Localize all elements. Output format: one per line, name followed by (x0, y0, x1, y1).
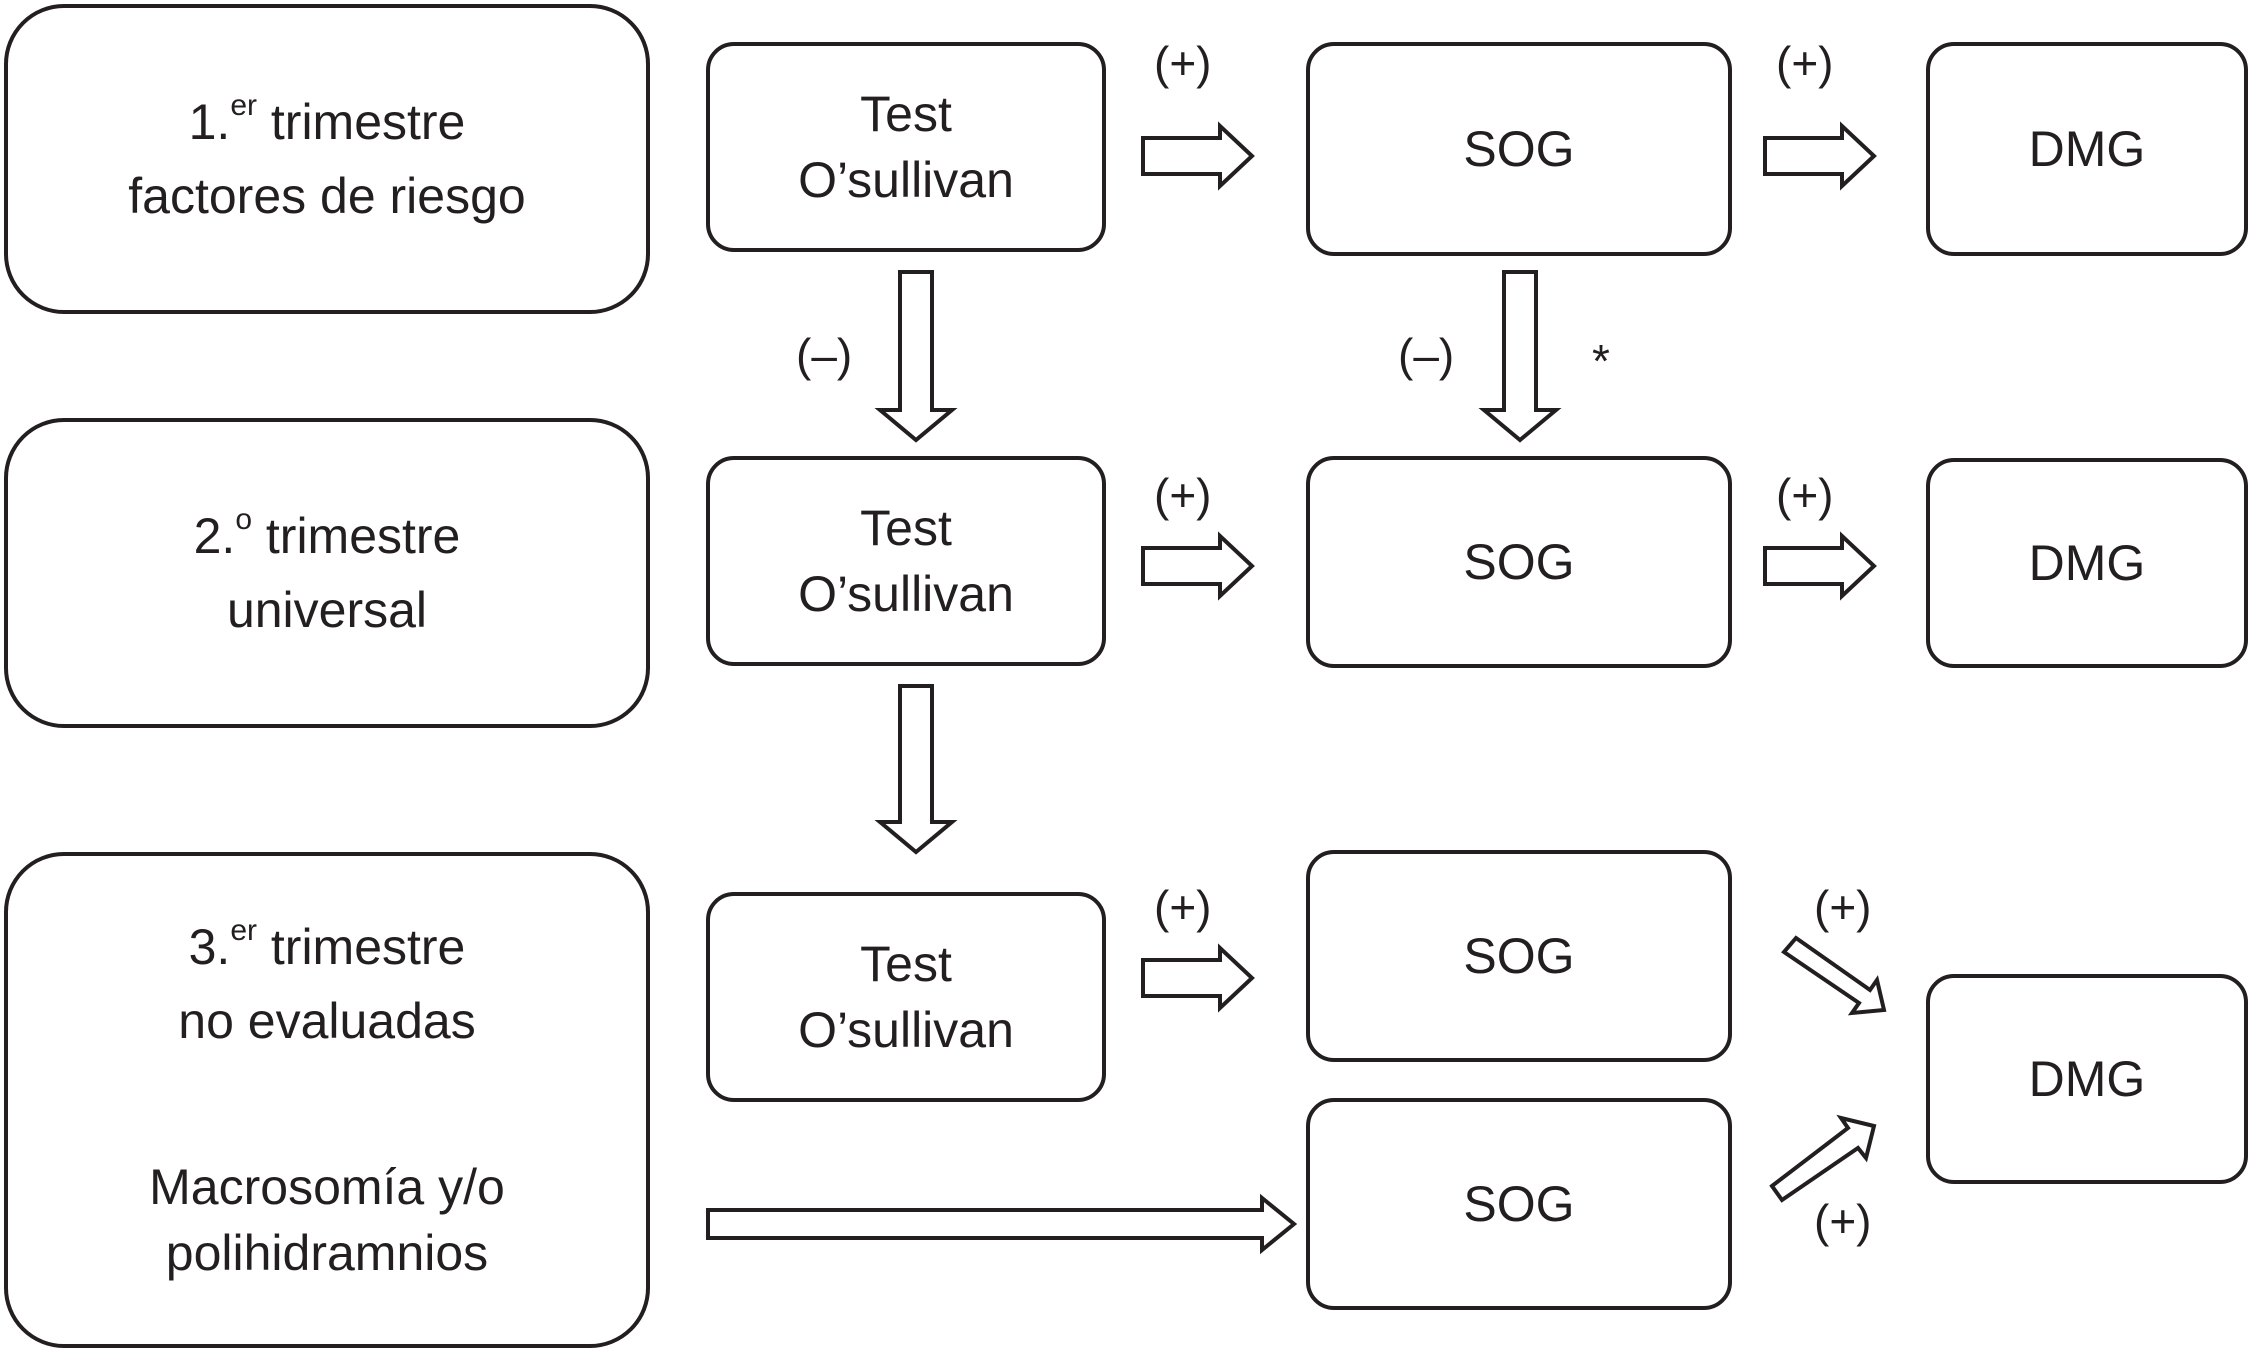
arrow-sog3-to-dmg3 (1781, 935, 1887, 1016)
sog-box-4: SOG (1306, 1098, 1732, 1310)
stage-1-title: 1.er trimestre (188, 89, 466, 150)
stage-2-title: 2.o trimestre (193, 503, 461, 564)
sog-label-3: SOG (1463, 928, 1575, 984)
stage-3-extra-1: Macrosomía y/o (149, 1159, 505, 1215)
arrow-test2-to-test3 (874, 684, 958, 855)
stage-3-desc: no evaluadas (178, 993, 476, 1049)
stage-3-box: 3.er trimestre no evaluadas Macrosomía y… (4, 852, 650, 1348)
arrow-sog1-to-sog2 (1478, 270, 1562, 443)
pos-label-test3-sog3: (+) (1154, 881, 1212, 933)
dmg-box-2: DMG (1926, 458, 2248, 668)
arrow-sog4-to-dmg3 (1769, 1114, 1877, 1203)
test-sub-2: O’sullivan (798, 566, 1014, 622)
dmg-label-1: DMG (2028, 121, 2146, 177)
arrow-test1-to-test2 (874, 270, 958, 443)
sog-label-4: SOG (1463, 1176, 1575, 1232)
dmg-box-3: DMG (1926, 974, 2248, 1184)
dmg-label-3: DMG (2028, 1051, 2146, 1107)
sog-box-3: SOG (1306, 850, 1732, 1062)
pos-label-test2-sog2: (+) (1154, 469, 1212, 521)
pos-label-sog2-dmg2: (+) (1776, 469, 1834, 521)
stage-3-title: 3.er trimestre (188, 914, 466, 975)
test-label-3: Test (860, 936, 952, 992)
test-box-3: Test O’sullivan (706, 892, 1106, 1102)
pos-label-sog3-dmg3: (+) (1814, 881, 1872, 933)
sog-label-1: SOG (1463, 121, 1575, 177)
dmg-label-2: DMG (2028, 535, 2146, 591)
arrow-test2-to-sog2 (1141, 531, 1255, 601)
test-sub-3: O’sullivan (798, 1002, 1014, 1058)
sog-box-1: SOG (1306, 42, 1732, 256)
arrow-test1-to-sog1 (1141, 121, 1255, 191)
arrow-macrosomia-to-sog4 (706, 1193, 1298, 1255)
stage-2-box: 2.o trimestre universal (4, 418, 650, 728)
test-sub-1: O’sullivan (798, 152, 1014, 208)
asterisk-note: * (1592, 335, 1610, 387)
pos-label-test1-sog1: (+) (1154, 37, 1212, 89)
test-label-2: Test (860, 500, 952, 556)
pos-label-sog4-dmg3: (+) (1814, 1195, 1872, 1247)
sog-box-2: SOG (1306, 456, 1732, 668)
neg-label-sog1-sog2: (–) (1398, 329, 1455, 381)
arrow-sog2-to-dmg2 (1763, 531, 1877, 601)
arrow-test3-to-sog3 (1141, 943, 1255, 1013)
dmg-box-1: DMG (1926, 42, 2248, 256)
stage-3-extra-2: polihidramnios (165, 1225, 489, 1281)
sog-label-2: SOG (1463, 534, 1575, 590)
pos-label-sog1-dmg1: (+) (1776, 37, 1834, 89)
test-box-2: Test O’sullivan (706, 456, 1106, 666)
neg-label-test1-test2: (–) (796, 329, 853, 381)
stage-1-desc: factores de riesgo (128, 168, 526, 224)
stage-1-box: 1.er trimestre factores de riesgo (4, 4, 650, 314)
test-box-1: Test O’sullivan (706, 42, 1106, 252)
test-label-1: Test (860, 86, 952, 142)
arrow-sog1-to-dmg1 (1763, 121, 1877, 191)
stage-2-desc: universal (226, 582, 428, 638)
